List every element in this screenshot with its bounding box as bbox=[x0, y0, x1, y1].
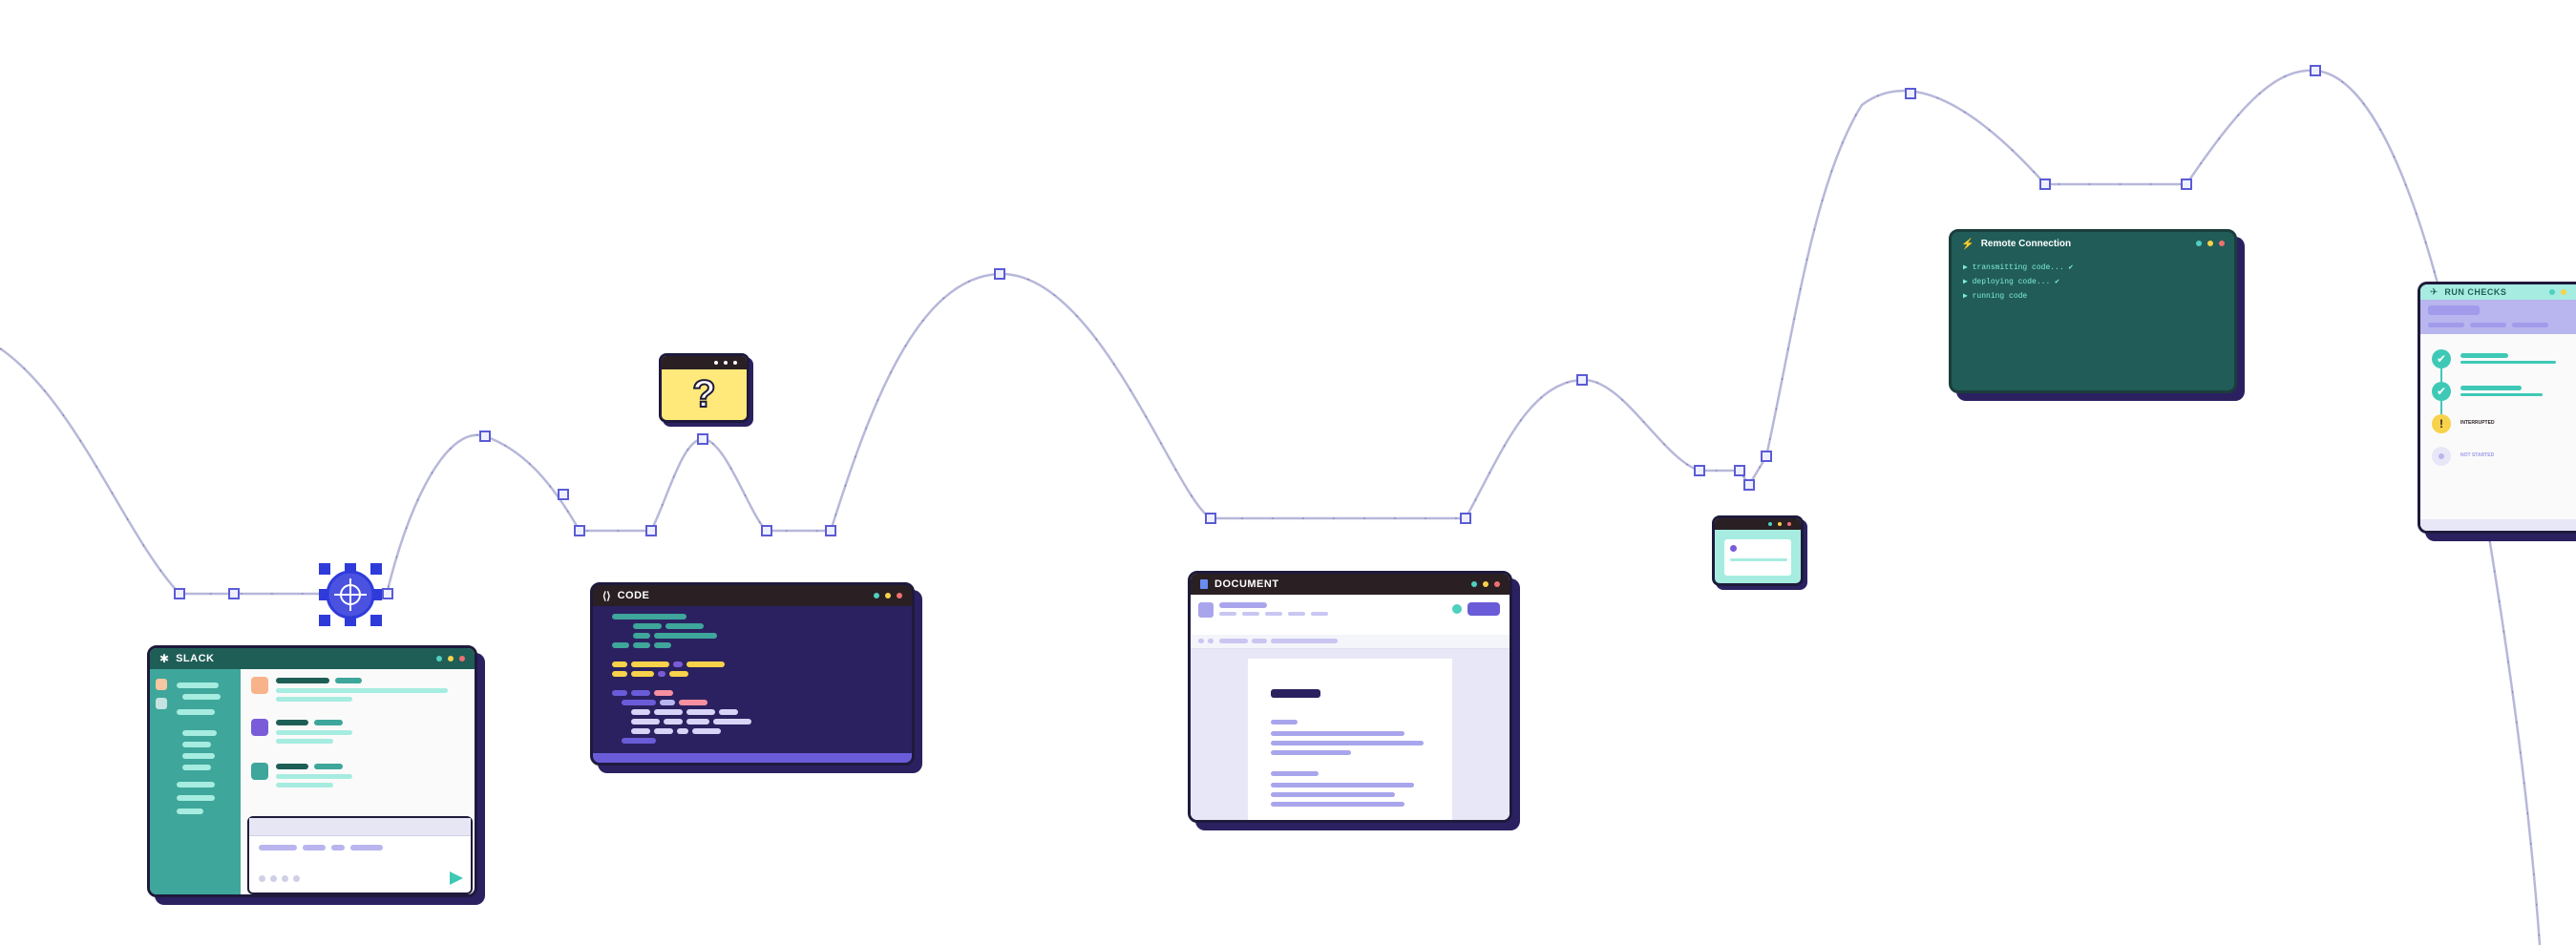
runner-icon: ✈ bbox=[2430, 286, 2439, 298]
document-toolbar bbox=[1191, 595, 1510, 636]
avatar bbox=[251, 677, 268, 694]
mystery-box-window[interactable]: ? bbox=[659, 353, 750, 423]
selected-node-target-icon[interactable] bbox=[319, 563, 382, 626]
avatar bbox=[251, 719, 268, 736]
code-window[interactable]: ⟨⟩ CODE bbox=[590, 582, 915, 766]
path-node[interactable] bbox=[697, 433, 708, 445]
path-node[interactable] bbox=[1734, 465, 1745, 476]
mini-window[interactable] bbox=[1712, 515, 1804, 586]
path-node[interactable] bbox=[1205, 513, 1216, 524]
check-step-done-icon: ✔ bbox=[2432, 382, 2451, 401]
slack-window[interactable]: ✱ SLACK bbox=[147, 645, 477, 897]
path-node[interactable] bbox=[1694, 465, 1705, 476]
path-node[interactable] bbox=[558, 489, 569, 500]
path-node[interactable] bbox=[2181, 178, 2192, 190]
path-node[interactable] bbox=[2310, 65, 2321, 76]
path-node[interactable] bbox=[1576, 374, 1588, 386]
path-node[interactable] bbox=[2039, 178, 2051, 190]
path-node[interactable] bbox=[1743, 479, 1755, 491]
document-window[interactable]: DOCUMENT bbox=[1188, 571, 1512, 823]
path-node[interactable] bbox=[174, 588, 185, 599]
path-node[interactable] bbox=[645, 525, 657, 536]
path-node[interactable] bbox=[479, 430, 491, 442]
check-step-done-icon: ✔ bbox=[2432, 349, 2451, 368]
question-mark-icon: ? bbox=[691, 372, 716, 416]
path-node[interactable] bbox=[574, 525, 585, 536]
slack-sidebar bbox=[150, 669, 241, 894]
send-icon[interactable] bbox=[450, 872, 463, 885]
terminal-output: ▶ transmitting code... ✔ ▶ deploying cod… bbox=[1963, 261, 2073, 304]
path-node[interactable] bbox=[1905, 88, 1916, 99]
path-node[interactable] bbox=[761, 525, 772, 536]
avatar bbox=[251, 763, 268, 780]
window-title: RUN CHECKS bbox=[2444, 287, 2507, 297]
path-node[interactable] bbox=[994, 268, 1005, 280]
terminal-line: ▶ running code bbox=[1963, 292, 2028, 301]
status-bar bbox=[593, 753, 912, 763]
document-icon bbox=[1200, 579, 1208, 589]
document-page bbox=[1248, 659, 1452, 820]
path-node[interactable] bbox=[228, 588, 240, 599]
document-canvas bbox=[1191, 649, 1510, 820]
terminal-line: ▶ transmitting code... ✔ bbox=[1963, 263, 2074, 272]
window-title: Remote Connection bbox=[1980, 238, 2072, 249]
path-node[interactable] bbox=[382, 588, 393, 599]
remote-connection-window[interactable]: ⚡ Remote Connection ▶ transmitting code.… bbox=[1949, 229, 2237, 393]
path-node[interactable] bbox=[825, 525, 836, 536]
slack-logo-icon: ✱ bbox=[159, 652, 170, 665]
window-title: SLACK bbox=[176, 653, 215, 664]
warning-icon: ! bbox=[2432, 414, 2451, 433]
run-checks-window[interactable]: ✈ RUN CHECKS ✔ ✔ ! INTERRUPTED NOT START… bbox=[2418, 282, 2576, 534]
check-icon: ✔ bbox=[2068, 263, 2074, 272]
window-title: DOCUMENT bbox=[1214, 578, 1279, 590]
terminal-line: ▶ deploying code... ✔ bbox=[1963, 278, 2059, 286]
share-button[interactable] bbox=[1467, 602, 1500, 616]
pending-icon bbox=[2432, 447, 2451, 466]
path-node[interactable] bbox=[1761, 451, 1772, 462]
workflow-path bbox=[0, 69, 2542, 945]
code-editor-icon: ⟨⟩ bbox=[602, 590, 611, 602]
check-icon: ✔ bbox=[2055, 278, 2059, 286]
step-label: INTERRUPTED bbox=[2460, 420, 2495, 426]
path-node[interactable] bbox=[1460, 513, 1471, 524]
message-composer[interactable] bbox=[247, 816, 473, 894]
lightning-icon: ⚡ bbox=[1961, 238, 1974, 250]
avatar bbox=[1452, 604, 1462, 614]
step-label: NOT STARTED bbox=[2460, 452, 2495, 458]
window-title: CODE bbox=[617, 590, 650, 601]
